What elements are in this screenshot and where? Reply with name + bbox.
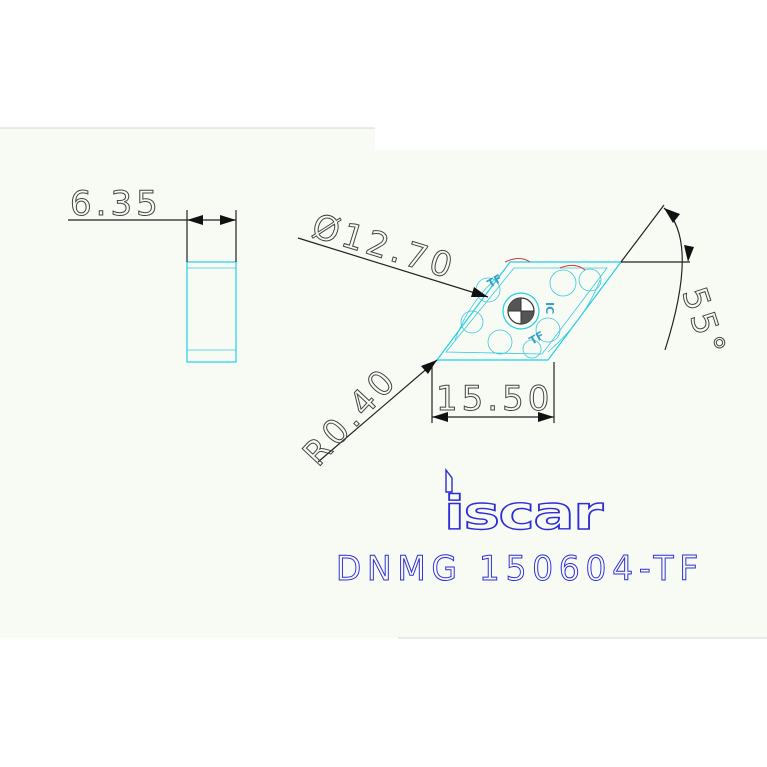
radius-leader-line [317,359,438,463]
logo-dot [445,467,453,493]
insert-inner-outline [445,267,608,355]
ic-leader-line [297,237,489,298]
thickness-arrow-left [187,215,203,225]
angle-arrow-top [664,208,680,223]
chipbreaker-bump [578,268,602,292]
thickness-label: 6.35 [70,184,162,224]
center-hole-hatch [521,311,534,324]
chipbreaker-bump [487,329,513,355]
top-view: TF IC TF [435,258,623,361]
radius-leader-arrow [421,360,437,374]
length-arrow-right [538,412,554,422]
length-dimension: 15.50 [431,362,555,423]
insert-marking: IC [543,302,556,314]
chipbreaker-bump [535,317,561,343]
chipbreaker-bump [522,339,542,359]
side-view-outline [186,261,237,363]
center-hole-outer [502,292,540,330]
length-label: 15.50 [436,379,553,419]
length-arrow-left [432,412,448,422]
thickness-arrow-right [220,215,236,225]
chipbreaker-bump [460,310,484,334]
rake-face-contour [547,279,601,353]
iscar-logo: iscar [443,467,605,541]
center-hole-hatch [508,298,521,311]
rake-face-contour [454,274,501,341]
chipbreaker-bump [549,269,577,297]
corner-accent [504,258,531,263]
side-view: 6.35 [68,184,237,363]
part-number: DNMG 150604-TF [336,549,704,589]
angle-arrow-bottom [684,245,694,262]
ic-leader-arrow [471,287,488,297]
angle-leg-upper [620,204,665,263]
logo-wordmark: iscar [444,486,604,540]
corner-accent [559,264,586,271]
sheet-main-panel [0,150,767,638]
